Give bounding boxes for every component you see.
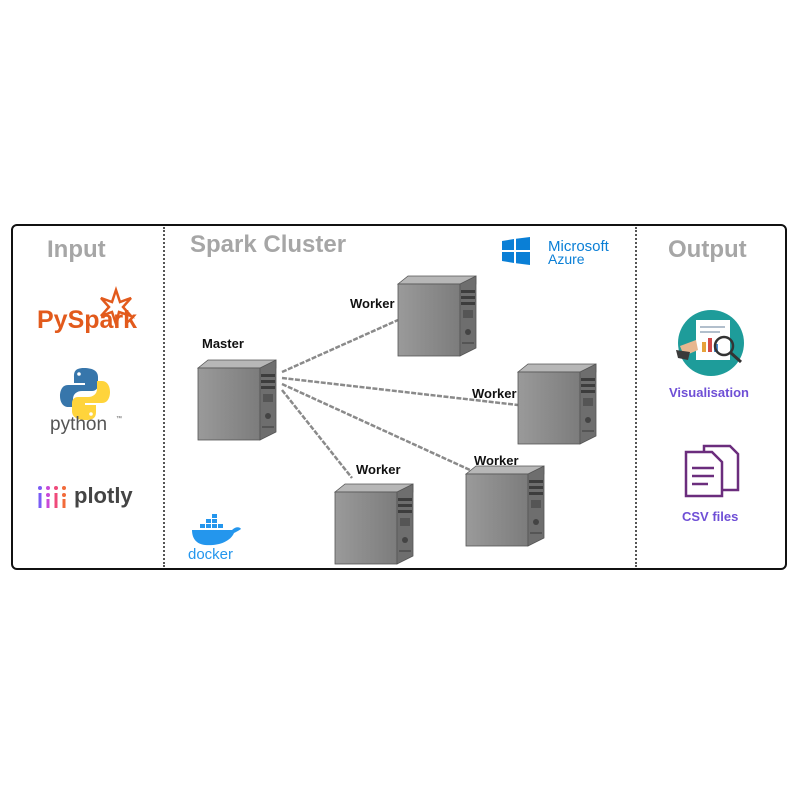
worker-label-3: Worker (356, 462, 401, 477)
azure-line2: Azure (548, 251, 585, 267)
worker-label-2: Worker (472, 386, 517, 401)
input-cluster-divider (163, 227, 165, 567)
plotly-wordmark: plotly (74, 483, 133, 508)
worker-server-icon-1 (397, 275, 477, 357)
azure-line1: Microsoft (548, 238, 610, 255)
worker-label-1: Worker (350, 296, 395, 311)
link-master-worker-3 (281, 389, 353, 479)
csv-files-icon (684, 444, 740, 498)
python-wordmark: python (50, 414, 107, 435)
link-master-worker-2 (281, 376, 519, 407)
docker-wordmark: docker (188, 546, 233, 563)
worker-server-icon-3 (334, 483, 414, 565)
worker-label-4: Worker (474, 453, 519, 468)
azure-windows-icon (502, 237, 530, 265)
cluster-title: Spark Cluster (190, 231, 347, 258)
csv-files-label: CSV files (682, 509, 738, 524)
cluster-output-divider (635, 227, 637, 567)
pyspark-wordmark: PySpark (37, 306, 137, 334)
pyspark-star-icon (100, 286, 136, 329)
visualisation-icon (676, 310, 744, 376)
input-title: Input (47, 236, 106, 263)
link-master-worker-4 (281, 382, 471, 472)
worker-server-icon-4 (465, 465, 545, 547)
master-server-icon (197, 359, 277, 441)
link-master-worker-1 (281, 318, 399, 374)
output-title: Output (668, 236, 747, 263)
python-trademark: ™ (116, 415, 122, 422)
plotly-bars-icon (38, 486, 66, 508)
master-label: Master (202, 336, 244, 351)
worker-server-icon-2 (517, 363, 597, 445)
diagram-frame (11, 224, 787, 570)
docker-whale-icon (192, 514, 241, 546)
python-snake-icon (60, 368, 110, 420)
visualisation-label: Visualisation (669, 385, 749, 400)
